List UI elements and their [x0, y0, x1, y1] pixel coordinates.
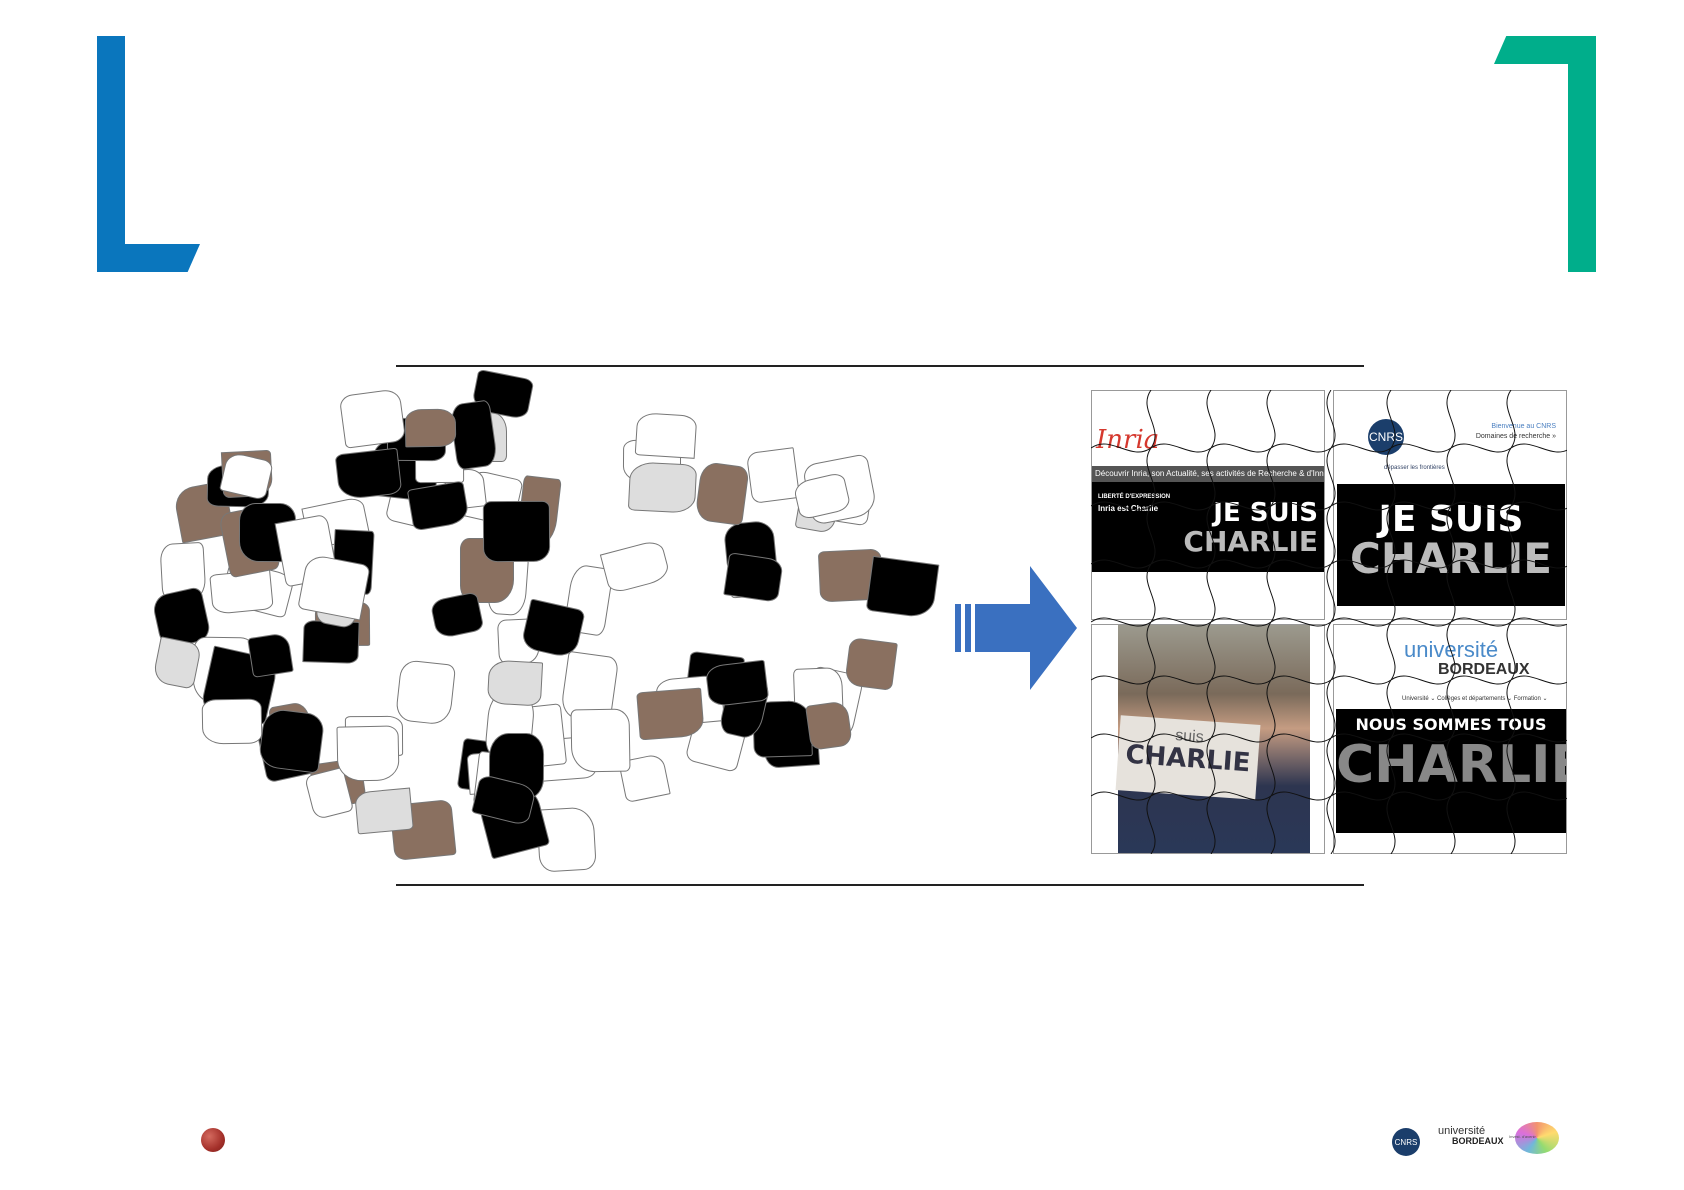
ub-footer-logo: université BORDEAUX: [1438, 1126, 1504, 1146]
puzzle-piece: [407, 480, 471, 532]
investissements-text: Invest. d'avenir: [1509, 1134, 1536, 1139]
puzzle-piece: [338, 388, 407, 450]
puzzle-piece: [634, 412, 698, 459]
ub-footer-2: BORDEAUX: [1452, 1136, 1504, 1146]
puzzle-piece: [404, 408, 456, 448]
headline-1: NOUS SOMMES TOUS: [1355, 715, 1547, 734]
top-rule: [396, 365, 1364, 367]
puzzle-piece: [394, 658, 456, 725]
inria-banner: LIBERTÉ D'EXPRESSION Inria est Charlie J…: [1092, 482, 1324, 572]
puzzle-piece: [302, 619, 360, 664]
ub-nav: Université ⌄ Collèges et départements ⌄ …: [1402, 696, 1548, 702]
puzzle-piece: [334, 447, 403, 502]
puzzle-piece: [482, 500, 550, 562]
puzzle-piece: [297, 553, 372, 622]
corner-bracket-left: [97, 36, 125, 272]
puzzle-piece: [258, 707, 326, 774]
puzzle-piece: [336, 725, 400, 782]
headline-2: CHARLIE: [1183, 525, 1318, 558]
puzzle-piece: [865, 555, 939, 620]
investissements-logo: Invest. d'avenir: [1509, 1122, 1559, 1154]
cnrs-logo: CNRS: [1368, 419, 1404, 455]
puzzle-piece: [486, 659, 543, 706]
corner-bracket-right-top: [1494, 36, 1596, 64]
bottom-rule: [396, 884, 1364, 886]
puzzle-piece: [746, 447, 801, 504]
tile-child-photo: suis CHARLIE: [1091, 624, 1325, 854]
scattered-puzzle-pieces: [135, 368, 939, 873]
puzzle-piece: [354, 787, 414, 835]
corner-bracket-right: [1568, 36, 1596, 272]
tile-inria: Inria Découvrir Inria, son Actualité, se…: [1091, 390, 1325, 620]
corner-bracket-left-foot: [97, 244, 200, 272]
puzzle-piece: [722, 552, 784, 604]
ub-logo-sub: BORDEAUX: [1438, 661, 1530, 678]
puzzle-piece: [694, 460, 750, 526]
inria-logo: Inria: [1096, 425, 1160, 455]
puzzle-piece: [151, 636, 202, 690]
puzzle-piece: [599, 539, 672, 595]
puzzle-piece: [429, 591, 484, 640]
welcome: Bienvenue au CNRS: [1491, 423, 1556, 430]
sign: suis CHARLIE: [1115, 715, 1261, 800]
puzzle-piece: [247, 632, 294, 679]
ub-banner: NOUS SOMMES TOUS CHARLIE: [1336, 709, 1566, 833]
subtitle: Inria est Charlie: [1098, 504, 1159, 513]
sign-text-2: CHARLIE: [1124, 739, 1252, 779]
puzzle-piece: [636, 687, 706, 741]
puzzle-piece: [201, 698, 264, 744]
puzzle-piece: [704, 659, 770, 708]
kicker: LIBERTÉ D'EXPRESSION: [1098, 494, 1171, 500]
headline-2: CHARLIE: [1350, 534, 1552, 583]
headline-1: JE SUIS: [1378, 499, 1524, 540]
ub-footer-1: université: [1438, 1125, 1486, 1137]
bullet-dot: [201, 1128, 225, 1152]
puzzle-piece: [843, 637, 898, 691]
inria-nav: Découvrir Inria, son Actualité, ses acti…: [1092, 466, 1324, 482]
cnrs-footer-logo: CNRS: [1392, 1128, 1420, 1156]
puzzle-piece: [627, 461, 698, 514]
motto: dépasser les frontières: [1384, 465, 1445, 471]
puzzle-piece: [570, 708, 631, 773]
tile-bordeaux: université BORDEAUX Université ⌄ Collège…: [1333, 624, 1567, 854]
right-arrow-icon: [955, 566, 1077, 690]
headline-1: JE SUIS: [1213, 498, 1318, 528]
ub-logo: université: [1404, 637, 1499, 662]
tile-cnrs: CNRS Bienvenue au CNRS Domaines de reche…: [1333, 390, 1567, 620]
nav: Domaines de recherche »: [1475, 433, 1556, 440]
cnrs-banner: JE SUIS CHARLIE: [1337, 484, 1565, 606]
puzzle-piece: [804, 700, 854, 752]
headline-2: CHARLIE: [1336, 735, 1567, 795]
